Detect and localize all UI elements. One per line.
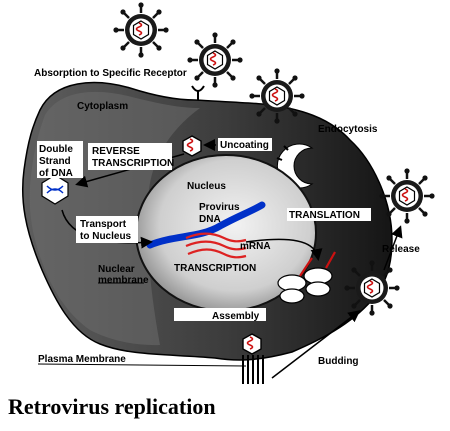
transcription-label: TRANSCRIPTION bbox=[174, 263, 256, 274]
assembly-box bbox=[174, 308, 266, 321]
uncoating-label: Uncoating bbox=[220, 140, 269, 151]
virus-particle-icon bbox=[248, 67, 306, 125]
ribosome-icon bbox=[277, 251, 336, 304]
absorption-label: Absorption to Specific Receptor bbox=[34, 68, 187, 79]
virus-particle-icon bbox=[378, 167, 436, 225]
nascent-capsid-icon bbox=[242, 333, 264, 384]
reverse-label-bg bbox=[88, 143, 172, 170]
mrna-strand-2 bbox=[185, 240, 247, 251]
figure-caption: Retrovirus replication bbox=[8, 394, 216, 419]
provirus-label-1: Provirus bbox=[199, 202, 240, 213]
uncoated-capsid-icon bbox=[182, 135, 202, 157]
nuclear-membrane-label-1: Nuclear bbox=[98, 264, 135, 275]
mrna-strand-1 bbox=[185, 232, 247, 243]
double-strand-label-bg bbox=[37, 141, 83, 178]
double-strand-label-1: Double bbox=[39, 144, 73, 155]
nucleus-label: Nucleus bbox=[187, 181, 226, 192]
budding-label: Budding bbox=[318, 356, 359, 367]
provirus-dna bbox=[146, 201, 266, 249]
budding-arrow bbox=[271, 310, 361, 379]
receptor-icon bbox=[191, 85, 205, 100]
mrna-label: mRNA bbox=[240, 241, 271, 252]
assembly-label: Assembly bbox=[212, 311, 260, 322]
cytoplasm-label: Cytoplasm bbox=[77, 101, 128, 112]
budding-virus-icon bbox=[343, 259, 401, 317]
release-arrow bbox=[383, 225, 403, 271]
transport-label-1: Transport bbox=[80, 219, 127, 230]
virus-particle-icon bbox=[112, 1, 170, 59]
translation-label-bg bbox=[287, 208, 371, 221]
double-strand-label-3: of DNA bbox=[39, 168, 73, 179]
endocytosis-label: Endocytosis bbox=[318, 124, 378, 135]
mrna-strand-3 bbox=[187, 248, 247, 259]
double-strand-label-2: Strand bbox=[39, 156, 71, 167]
plasma-membrane-label: Plasma Membrane bbox=[38, 354, 126, 365]
virus-particle-icon bbox=[186, 31, 244, 89]
transport-label-bg bbox=[76, 216, 138, 243]
reverse-transcription-label-2: TRANSCRIPTION bbox=[92, 158, 174, 169]
translation-label: TRANSLATION bbox=[289, 210, 360, 221]
uncoating-label-bg bbox=[218, 138, 272, 151]
release-label: Release bbox=[382, 244, 420, 255]
mrna-export-arrow bbox=[245, 238, 323, 261]
provirus-label-2: DNA bbox=[199, 214, 221, 225]
nuclear-membrane-label-2: membrane bbox=[98, 275, 149, 286]
transport-label-2: to Nucleus bbox=[80, 231, 132, 242]
plasma-membrane-pointer bbox=[37, 363, 247, 367]
reverse-transcription-label-1: REVERSE bbox=[92, 146, 140, 157]
